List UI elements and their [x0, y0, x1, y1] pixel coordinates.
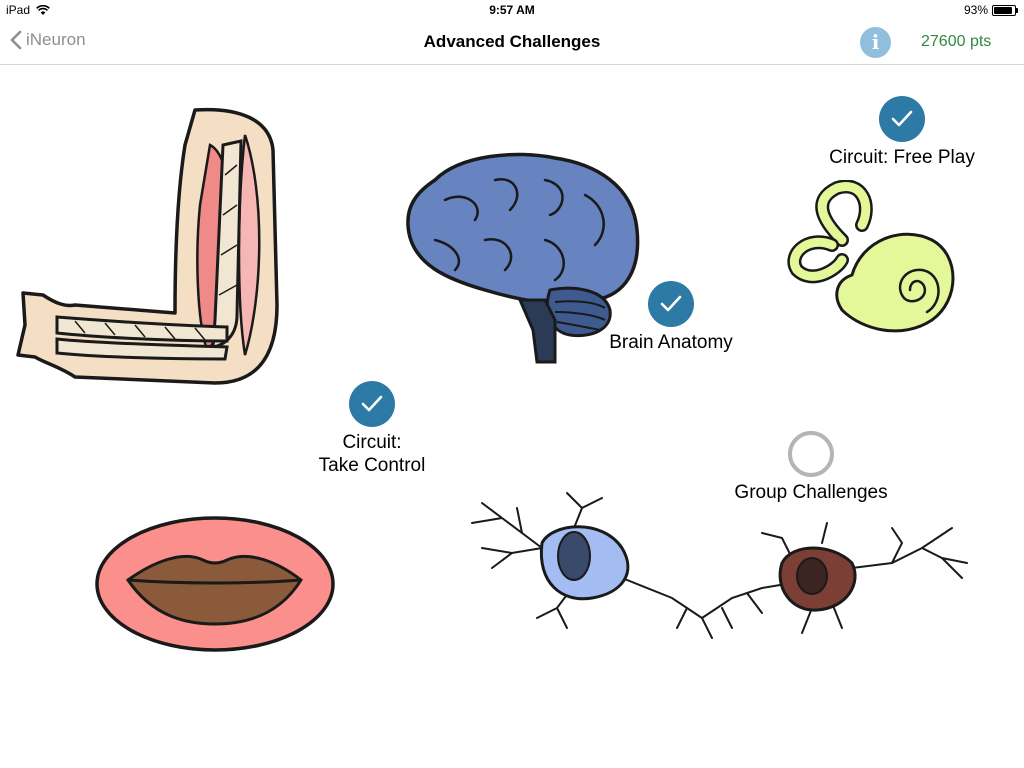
- info-button[interactable]: i: [860, 27, 891, 58]
- challenge-brain-anatomy[interactable]: Brain Anatomy: [603, 281, 739, 354]
- challenge-label: Circuit: Free Play: [829, 147, 975, 168]
- challenge-circuit-free-play[interactable]: Circuit: Free Play: [826, 96, 978, 169]
- challenge-group-challenges[interactable]: Group Challenges: [728, 431, 894, 504]
- status-right: 93%: [963, 3, 1018, 17]
- device-name: iPad: [6, 3, 31, 17]
- wifi-icon: [36, 4, 50, 15]
- status-bar: iPad 9:57 AM 93%: [0, 0, 1024, 20]
- back-button[interactable]: iNeuron: [10, 30, 86, 50]
- challenge-label: Brain Anatomy: [609, 332, 733, 353]
- navigation-bar: iNeuron Advanced Challenges i 27600 pts: [0, 20, 1024, 65]
- status-left: iPad: [6, 3, 50, 17]
- challenge-circuit-take-control[interactable]: Circuit: Take Control: [310, 381, 434, 477]
- challenge-label-line2: Take Control: [318, 455, 426, 476]
- checkmark-icon: [349, 381, 395, 427]
- status-time: 9:57 AM: [489, 3, 535, 17]
- battery-icon: [992, 4, 1018, 16]
- back-label: iNeuron: [26, 30, 86, 49]
- chevron-left-icon: [10, 30, 22, 50]
- lips-illustration[interactable]: [93, 512, 338, 654]
- challenge-label-line1: Circuit:: [342, 432, 402, 453]
- arm-muscle-illustration[interactable]: [15, 105, 280, 390]
- points-score: 27600 pts: [921, 33, 992, 50]
- neurons-illustration[interactable]: [462, 488, 974, 648]
- battery-percent: 93%: [963, 3, 988, 17]
- brain-illustration[interactable]: [405, 150, 645, 370]
- checkmark-icon: [648, 281, 694, 327]
- incomplete-ring-icon: [788, 431, 834, 477]
- page-title: Advanced Challenges: [423, 32, 601, 51]
- checkmark-icon: [879, 96, 925, 142]
- inner-ear-cochlea-illustration[interactable]: [782, 180, 962, 340]
- challenge-label: Group Challenges: [734, 482, 888, 503]
